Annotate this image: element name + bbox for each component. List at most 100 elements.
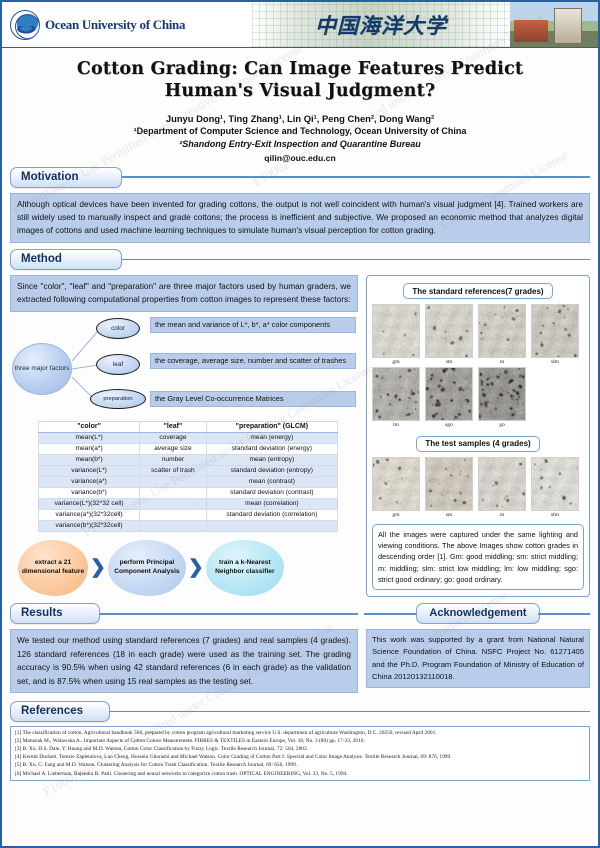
reference-item: [1] The classification of cotton. Agricu… xyxy=(15,730,437,737)
section-title-method: Method xyxy=(10,248,122,270)
section-rule xyxy=(98,613,358,615)
acknowledgement-text: This work was supported by a grant from … xyxy=(366,629,590,688)
cell-leaf xyxy=(139,519,207,532)
cotton-image-gm xyxy=(372,304,420,359)
table-header-leaf: "leaf" xyxy=(139,420,207,433)
reference-item: [2] Matusiak M., Walawska A.. Important … xyxy=(15,738,365,745)
cell-leaf: number xyxy=(139,453,207,466)
chevron-right-icon: ❯ xyxy=(187,557,204,579)
factor-desc-leaf: the coverage, average size, number and s… xyxy=(150,352,356,370)
cell-leaf: scatter of trash xyxy=(139,464,207,477)
test-samples-caption: The test samples (4 grades) xyxy=(416,435,540,452)
section-title-motivation: Motivation xyxy=(10,166,122,188)
contact-email: qilin@ouc.edu.cn xyxy=(264,152,336,163)
table-row: variance(a*)(32*32cell)standard deviatio… xyxy=(37,508,339,521)
section-header-method: Method xyxy=(10,248,590,270)
cell-color: variance(L*)(32*32 cell) xyxy=(37,497,141,510)
cell-prep: mean (contrast) xyxy=(205,475,339,488)
poster-banner: Ocean University of China 中国海洋大学 xyxy=(2,2,598,48)
standard-reference-row-2: lm sgo go xyxy=(372,367,584,428)
section-header-references: References xyxy=(10,701,590,723)
campus-photo-icon xyxy=(510,2,598,47)
cotton-label: lm xyxy=(393,422,399,429)
factor-desc-color: the mean and variance of L*, b*, a* colo… xyxy=(150,316,356,334)
cell-prep: standard deviation (energy) xyxy=(205,442,339,455)
cotton-sample-sm: sm xyxy=(425,304,473,365)
section-title-acknowledgement: Acknowledgement xyxy=(416,603,540,625)
section-rule xyxy=(364,613,417,615)
method-right-column: The standard references(7 grades) gm sm … xyxy=(366,274,590,598)
table-header-preparation: "preparation" (GLCM) xyxy=(205,420,339,433)
cell-prep: standard deviation (entropy) xyxy=(205,464,339,477)
results-ack-row: Results We tested our method using stand… xyxy=(2,603,598,694)
section-header-results: Results xyxy=(10,603,358,625)
cell-color: variance(L*) xyxy=(37,464,141,477)
table-row: variance(L*)(32*32 cell)mean (correlatio… xyxy=(37,497,339,510)
ocean-university-seal-icon xyxy=(10,9,40,40)
cotton-sample-m: m xyxy=(478,304,526,365)
banner-logo-area: Ocean University of China xyxy=(2,2,252,47)
reference-list: [1] The classification of cotton. Agricu… xyxy=(10,726,590,781)
results-column: Results We tested our method using stand… xyxy=(10,603,358,694)
process-flow-diagram: extract a 21 dimensional feature ❯ perfo… xyxy=(18,539,358,596)
cell-prep: mean (energy) xyxy=(205,431,339,444)
cell-leaf: average size xyxy=(139,442,207,455)
section-rule xyxy=(120,258,590,261)
banner-chinese-title-area: 中国海洋大学 xyxy=(252,2,510,47)
test-sample-gm: gm xyxy=(372,456,420,518)
title-block: Cotton Grading: Can Image Features Predi… xyxy=(2,48,598,167)
cell-leaf xyxy=(139,475,207,488)
table-header-row: "color" "leaf" "preparation" (GLCM) xyxy=(37,420,339,433)
cell-color: variance(b*) xyxy=(37,486,141,499)
cotton-image-go xyxy=(478,367,526,422)
reference-item: [3] B. Xu, D.S. Dale, Y. Huang and M.D. … xyxy=(15,746,309,753)
cell-leaf xyxy=(139,486,207,499)
test-label: sm xyxy=(445,511,453,518)
university-name-en: Ocean University of China xyxy=(45,16,186,32)
cotton-image-slm xyxy=(531,304,579,359)
cell-color: mean(a*) xyxy=(37,442,141,455)
cotton-sample-lm: lm xyxy=(372,367,420,428)
factor-node-leaf: leaf xyxy=(96,353,140,375)
factor-node-color: color xyxy=(96,317,140,339)
test-sample-sm: sm xyxy=(425,456,473,518)
section-rule xyxy=(120,176,590,178)
section-title-references: References xyxy=(10,701,110,723)
cotton-sample-slm: slm xyxy=(531,304,579,365)
test-sample-m: m xyxy=(478,456,526,518)
method-intro-text: Since "color", "leaf" and "preparation" … xyxy=(10,274,358,312)
cell-leaf xyxy=(139,508,207,521)
section-header-acknowledgement: Acknowledgement xyxy=(364,603,590,625)
cell-prep: standard deviation (contrast) xyxy=(205,486,339,499)
cell-leaf: coverage xyxy=(139,431,207,444)
motivation-text: Although optical devices have been inven… xyxy=(10,192,590,243)
table-row: variance(a*) mean (contrast) xyxy=(37,475,339,488)
flow-step-pca: perform Principal Component Analysis xyxy=(107,539,186,596)
cotton-label: sm xyxy=(445,359,453,366)
section-rule xyxy=(108,710,590,713)
test-label: gm xyxy=(392,511,400,518)
cell-color: variance(a*) xyxy=(37,475,141,488)
cell-color: variance(b*)(32*32cell) xyxy=(37,519,141,532)
cell-leaf xyxy=(139,497,207,510)
test-samples-row: gm sm m slm xyxy=(372,456,584,518)
cotton-image-sm xyxy=(425,304,473,359)
table-row: variance(b*) standard deviation (contrast… xyxy=(37,486,339,499)
test-sample-slm: slm xyxy=(531,456,579,518)
title-line-1: Cotton Grading: Can Image Features Predi… xyxy=(76,59,524,79)
affiliation-2: ²Shandong Entry-Exit Inspection and Quar… xyxy=(179,139,421,150)
test-samples-caption-wrap: The test samples (4 grades) xyxy=(372,433,584,457)
standard-references-caption: The standard references(7 grades) xyxy=(403,283,553,300)
cotton-label: m xyxy=(499,359,505,366)
author-list: Junyu Dong¹, Ting Zhang¹, Lin Qi¹, Peng … xyxy=(165,112,435,124)
test-label: m xyxy=(499,511,505,518)
test-image-sm xyxy=(425,456,473,511)
factor-root-node: three major factors xyxy=(12,342,72,395)
cotton-sample-gm: gm xyxy=(372,304,420,365)
cell-color: variance(a*)(32*32cell) xyxy=(37,508,141,521)
